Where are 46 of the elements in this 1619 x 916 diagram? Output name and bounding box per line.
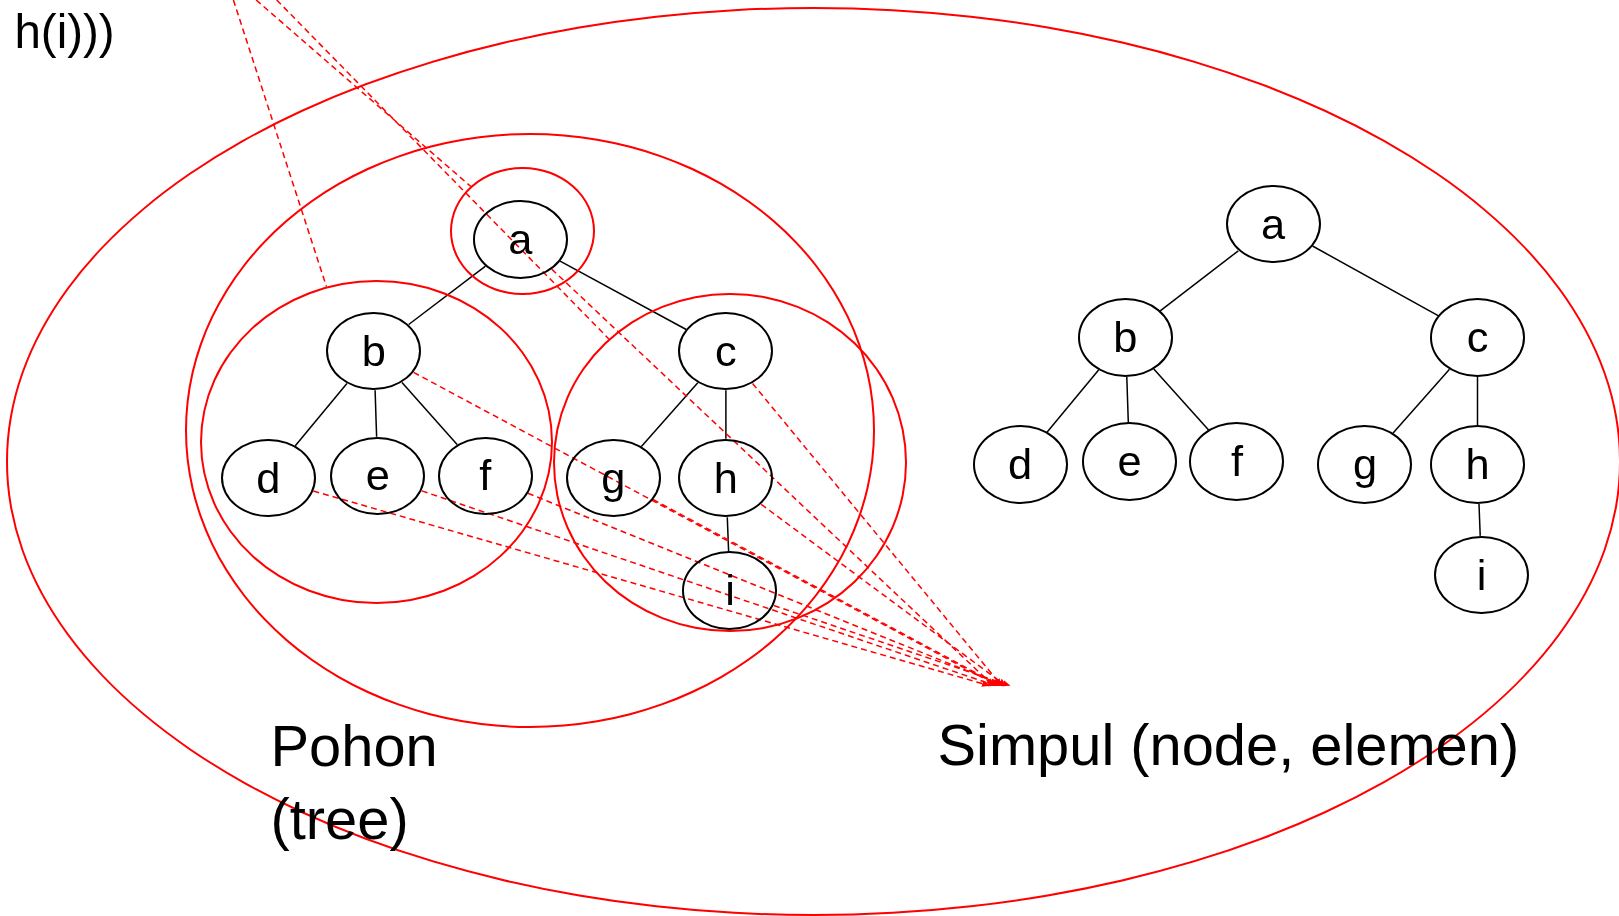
leader-line (652, 498, 1001, 687)
leader-line (773, 604, 1011, 687)
set-circle (200, 279, 554, 604)
tree-node: i (1434, 535, 1530, 615)
tree-edge (374, 389, 378, 438)
leader-line (527, 492, 1005, 687)
tree-edge (640, 381, 699, 448)
set-ellipse (6, 7, 1619, 916)
leader-line (421, 490, 997, 687)
leader-line (275, 0, 610, 340)
tree-edge (1046, 369, 1100, 434)
set-circle (450, 167, 595, 296)
tree-edge (1392, 368, 1451, 434)
leader-line (760, 503, 1007, 687)
tree-node: e (330, 436, 426, 516)
tree-node: a (472, 200, 568, 279)
tree-edge (1153, 368, 1210, 431)
tree-node: f (1189, 422, 1285, 501)
tree-edge (294, 382, 348, 447)
tree-edge (725, 389, 727, 440)
leader-line (255, 0, 472, 188)
tree-node: h (678, 438, 774, 518)
tree-edge (1126, 376, 1130, 424)
expression-text: h(i))) (14, 4, 116, 61)
set-circle (553, 293, 907, 632)
tree-edge (401, 381, 458, 446)
tree-node: b (1077, 298, 1173, 377)
tree-node: h (1430, 425, 1525, 504)
tree-node: i (682, 551, 778, 630)
tree-edge (1159, 250, 1240, 312)
tree-node: d (972, 425, 1068, 504)
tree-edge (559, 260, 687, 331)
tree-node: b (326, 311, 422, 391)
tree-node: d (220, 438, 316, 518)
tree-edge (1476, 376, 1479, 427)
tree-node: c (1430, 298, 1525, 377)
leader-line (232, 0, 328, 288)
tree-node: e (1082, 422, 1178, 501)
tree-edge (407, 265, 487, 326)
tree-edge (1311, 245, 1439, 317)
tree-edge (1478, 503, 1481, 537)
tree-node: g (1317, 425, 1413, 504)
tree-edge (726, 516, 730, 553)
tree-node: f (437, 436, 533, 516)
tree-node: a (1225, 184, 1321, 264)
tree-node: c (678, 311, 774, 391)
